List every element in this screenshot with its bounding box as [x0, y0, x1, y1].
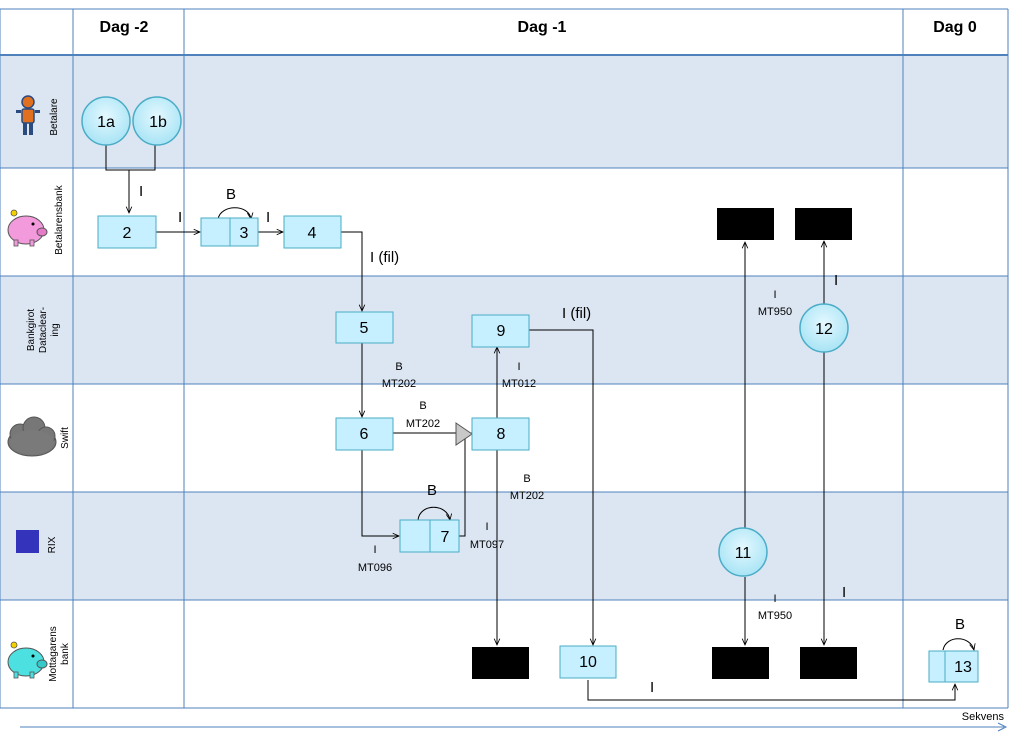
node-1b: 1b: [132, 96, 182, 146]
node-4: 4: [283, 215, 342, 249]
node-10: 10: [559, 645, 617, 679]
lane-label-swift: Swift: [60, 427, 71, 449]
label-i-12-bottom: I: [842, 584, 846, 601]
arrow-9-10: [529, 329, 593, 645]
node-1a: 1a: [81, 96, 131, 146]
node-2: 2: [97, 215, 157, 249]
node-13-label: 13: [954, 659, 972, 676]
label-mt012: MT012: [502, 378, 536, 390]
node-8: 8: [471, 417, 530, 451]
edge-labels: I I B I I (fil) B MT202 B MT202 I MT096 …: [139, 183, 965, 696]
column-header-dag-minus1: Dag -1: [518, 19, 567, 36]
label-i-fil-9-10: I (fil): [562, 305, 591, 322]
black-box-bottom-1: [472, 647, 529, 679]
label-i-6-7: I: [373, 544, 376, 556]
label-b-3: B: [226, 186, 236, 203]
label-i-12-top: I: [834, 272, 838, 289]
lane-label-betalare: Betalare: [49, 98, 60, 136]
black-box-top-2: [795, 208, 852, 240]
lane-label-bankgirot-2: Dataclear-: [38, 307, 49, 353]
lane-label-mottagarens-2: bank: [60, 642, 71, 665]
label-mt202-5-6: MT202: [382, 378, 416, 390]
label-b-6-8: B: [419, 400, 426, 412]
lane-label-betalarens-bank: Betalarensbank: [54, 184, 65, 254]
arrow-4-5: [341, 231, 362, 311]
label-mt950-bottom: MT950: [758, 610, 792, 622]
label-i-10-13: I: [650, 679, 654, 696]
label-b-13: B: [955, 616, 965, 633]
node-10-label: 10: [579, 654, 597, 671]
lane-bg-rix: [0, 492, 1008, 600]
node-5: 5: [335, 311, 394, 344]
connectors: [105, 145, 974, 701]
loop-13: [942, 638, 974, 650]
label-mt950-top: MT950: [758, 306, 792, 318]
node-2-label: 2: [123, 225, 132, 242]
node-6-label: 6: [360, 426, 369, 443]
node-9-label: 9: [497, 323, 506, 340]
label-i-1-2: I: [139, 183, 143, 200]
node-7-label: 7: [441, 529, 450, 546]
label-i-fil-4-5: I (fil): [370, 249, 399, 266]
label-i-8-9: I: [517, 361, 520, 373]
rix-square-icon: [16, 530, 39, 553]
label-b-5-6: B: [395, 361, 402, 373]
lane-label-bankgirot-1: Bankgirot: [26, 309, 37, 351]
arrow-10-13: [587, 680, 955, 701]
column-header-dag-minus2: Dag -2: [100, 19, 149, 36]
node-4-label: 4: [308, 225, 317, 242]
label-i-7-8: I: [485, 521, 488, 533]
lane-label-rix: RIX: [47, 536, 58, 553]
black-box-bottom-2: [712, 647, 769, 679]
black-box-top-1: [717, 208, 774, 240]
node-8-label: 8: [497, 426, 506, 443]
piggy-bank-pink-icon: [7, 209, 48, 247]
label-b-7: B: [427, 482, 437, 499]
label-i-11-top: I: [773, 289, 776, 301]
grid: [0, 8, 1009, 709]
label-mt202-8-mb: MT202: [510, 490, 544, 502]
node-11: 11: [718, 527, 768, 577]
node-12: 12: [799, 303, 849, 353]
arrow-6-7: [361, 450, 399, 536]
node-13: 13: [928, 650, 979, 683]
person-icon: [16, 95, 40, 135]
node-9: 9: [471, 314, 530, 348]
node-5-label: 5: [360, 320, 369, 337]
label-mt097: MT097: [470, 539, 504, 551]
label-i-3-4: I: [266, 209, 270, 226]
column-header-dag-0: Dag 0: [933, 19, 977, 36]
connector-1a-1b: [105, 145, 156, 171]
black-box-bottom-3: [800, 647, 857, 679]
lane-label-mottagarens-1: Mottagarens: [48, 626, 59, 682]
swift-gateway-triangle: [455, 422, 473, 446]
node-3: 3: [200, 217, 259, 247]
loop-7: [417, 506, 450, 520]
sekvens-label: Sekvens: [962, 711, 1005, 723]
node-11-label: 11: [735, 545, 752, 562]
label-i-11-bottom: I: [773, 593, 776, 605]
label-mt096: MT096: [358, 562, 392, 574]
node-7: 7: [399, 519, 460, 553]
cloud-icon: [7, 416, 57, 457]
label-mt202-6-8: MT202: [406, 418, 440, 430]
piggy-bank-cyan-icon: [7, 641, 48, 679]
node-1b-label: 1b: [149, 114, 167, 131]
sekvens-arrow-head: [997, 722, 1008, 732]
node-1a-label: 1a: [97, 114, 115, 131]
label-i-2-3: I: [178, 209, 182, 226]
node-3-label: 3: [240, 225, 249, 242]
lane-label-bankgirot-3: ing: [50, 323, 61, 336]
node-12-label: 12: [815, 321, 833, 338]
node-6: 6: [335, 417, 394, 451]
loop-3: [217, 207, 251, 219]
label-b-8-mb: B: [523, 473, 530, 485]
